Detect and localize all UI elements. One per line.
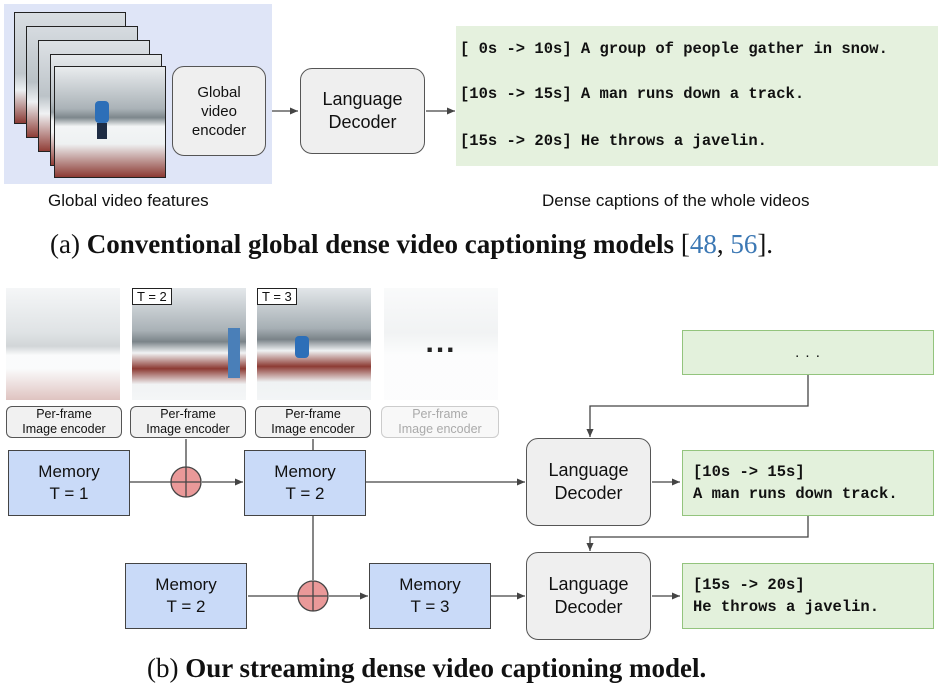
adder-node-2 <box>297 580 329 612</box>
output-t3-text: He throws a javelin. <box>693 598 880 616</box>
output-t2-time: [10s -> 15s] <box>693 463 805 481</box>
memory-t2-box: Memory T = 2 <box>244 450 366 516</box>
memory-t3-box: Memory T = 3 <box>369 563 491 629</box>
language-decoder-box-b1: Language Decoder <box>526 438 651 526</box>
output-t3-time: [15s -> 20s] <box>693 576 805 594</box>
frame-t3-label: T = 3 <box>257 288 297 305</box>
global-video-encoder-box: Global video encoder <box>172 66 266 156</box>
dense-captions-panel: [ 0s -> 10s] A group of people gather in… <box>456 26 938 166</box>
javelin-thrower-legs <box>97 123 107 139</box>
adder-node-1 <box>170 466 202 498</box>
caption-a-prefix: (a) <box>50 229 87 259</box>
caption-a-bold: Conventional global dense video captioni… <box>86 229 675 259</box>
global-video-features-label: Global video features <box>48 191 209 210</box>
javelin-thrower-figure <box>95 101 109 123</box>
caption-line-1: [ 0s -> 10s] A group of people gather in… <box>460 40 888 58</box>
arrow-prev-output-to-decoder1 <box>586 375 809 437</box>
caption-line-3: [15s -> 20s] He throws a javelin. <box>460 132 767 150</box>
output-t2-text: A man runs down track. <box>693 485 898 503</box>
caption-a-cite-open: [ <box>674 229 690 259</box>
language-decoder-box-b2: Language Decoder <box>526 552 651 640</box>
dense-captions-label: Dense captions of the whole videos <box>542 191 810 210</box>
video-frame-front <box>54 66 166 178</box>
image-encoder-t3: Per-frame Image encoder <box>255 406 371 438</box>
image-encoder-t1: Per-frame Image encoder <box>6 406 122 438</box>
frame-t2-label: T = 2 <box>132 288 172 305</box>
memory-t1-box: Memory T = 1 <box>8 450 130 516</box>
caption-a-cite-sep: , <box>716 229 731 259</box>
caption-a-cite-close: ]. <box>757 229 774 259</box>
output-box-t2: [10s -> 15s] A man runs down track. <box>682 450 934 516</box>
frame-future-ellipsis: ... <box>425 326 457 359</box>
frame-future <box>384 288 498 400</box>
output-box-t3: [15s -> 20s] He throws a javelin. <box>682 563 934 629</box>
frame-t1 <box>6 288 120 400</box>
figure-caption-a: (a) Conventional global dense video capt… <box>50 229 773 260</box>
frame-t3: T = 3 <box>257 288 371 400</box>
frame-t2: T = 2 <box>132 288 246 400</box>
caption-line-2: [10s -> 15s] A man runs down a track. <box>460 85 805 103</box>
image-encoder-t2: Per-frame Image encoder <box>130 406 246 438</box>
caption-b-prefix: (b) <box>147 653 186 683</box>
language-decoder-box-a: Language Decoder <box>300 68 425 154</box>
citation-link-48[interactable]: 48 <box>689 229 717 259</box>
figure-caption-b: (b) Our streaming dense video captioning… <box>147 653 706 684</box>
javelin-thrower-t3 <box>295 336 309 358</box>
person-figure-t2 <box>228 328 240 378</box>
citation-link-56[interactable]: 56 <box>730 229 758 259</box>
memory-t2-lower-box: Memory T = 2 <box>125 563 247 629</box>
arrow-output1-to-decoder2 <box>586 516 809 551</box>
previous-output-box: . . . <box>682 330 934 375</box>
caption-b-bold: Our streaming dense video captioning mod… <box>185 653 707 683</box>
image-encoder-future: Per-frame Image encoder <box>381 406 499 438</box>
